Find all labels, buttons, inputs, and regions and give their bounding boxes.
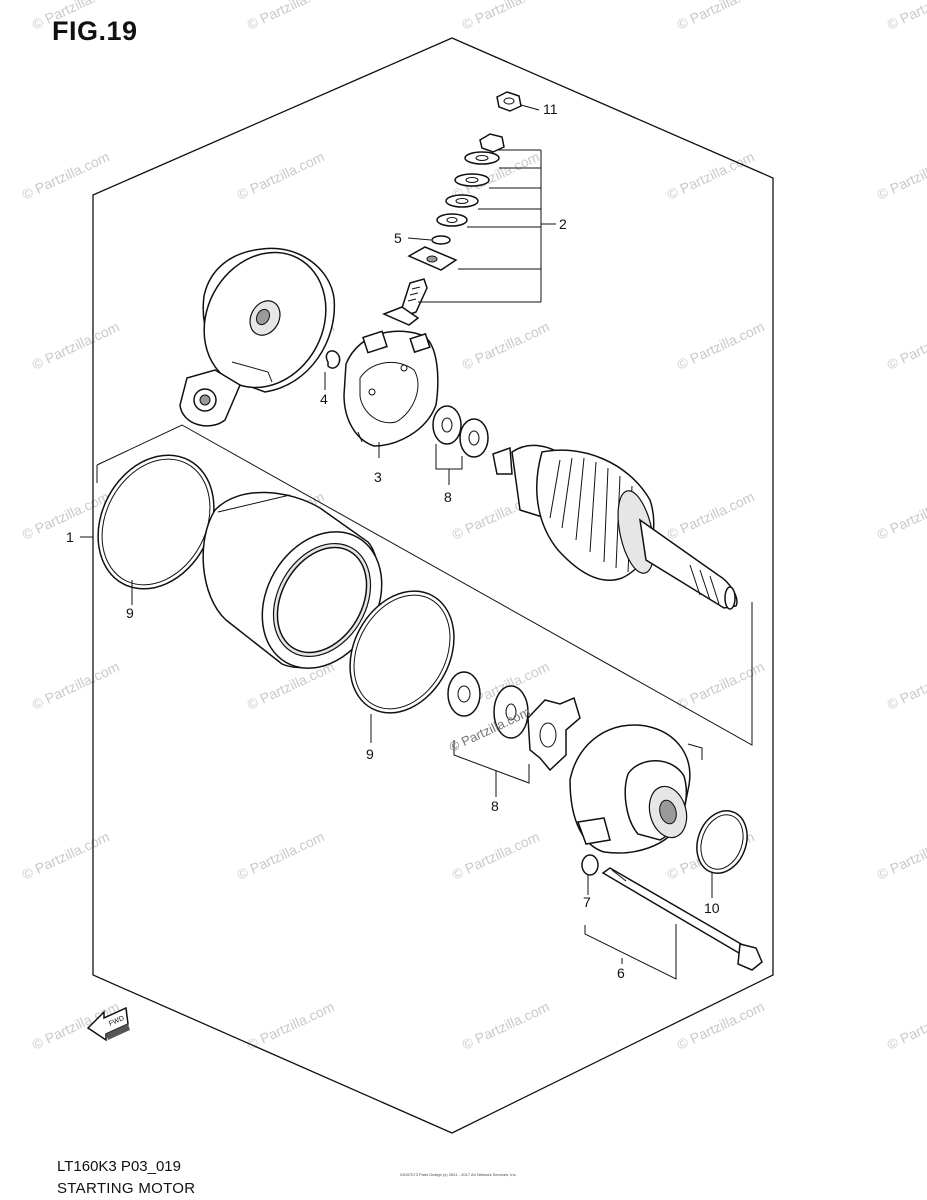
watermark-text: © Partzilla.com: [885, 658, 927, 712]
housing-subframe: [96, 424, 753, 746]
callout-7: 7: [583, 894, 591, 910]
watermark-text: © Partzilla.com: [30, 0, 122, 33]
watermark-text: © Partzilla.com: [460, 0, 552, 33]
watermark-text: © Partzilla.com: [20, 828, 112, 882]
callout-9a: 9: [126, 605, 134, 621]
assembly-frame: [92, 37, 774, 1134]
watermark-text: © Partzilla.com: [875, 148, 927, 202]
watermark-text: © Partzilla.com: [885, 998, 927, 1052]
callout-8a: 8: [444, 489, 452, 505]
nut-11: [496, 91, 522, 112]
watermark-text: © Partzilla.com: [885, 0, 927, 33]
callout-3: 3: [374, 469, 382, 485]
o-ring-10: [696, 810, 748, 874]
watermark-text: © Partzilla.com: [885, 318, 927, 372]
callout-4: 4: [320, 391, 328, 407]
lock-washer: [527, 696, 581, 772]
bracket-6: [584, 924, 677, 980]
watermark-text: © Partzilla.com: [665, 148, 757, 202]
front-cover: [569, 724, 703, 854]
bracket-8-lower: [453, 740, 530, 784]
callout-9b: 9: [366, 746, 374, 762]
watermark-text: © Partzilla.com: [245, 0, 337, 33]
rear-cover: [179, 247, 336, 427]
callout-5: 5: [394, 230, 402, 246]
watermark-text: © Partzilla.com: [20, 148, 112, 202]
callout-1: 1: [66, 529, 74, 545]
watermark-text: © Partzilla.com: [875, 828, 927, 882]
watermark-text: © Partzilla.com: [460, 998, 552, 1052]
washers-8-lower: [447, 671, 529, 739]
watermark-text: © Partzilla.com: [30, 658, 122, 712]
watermark-text: © Partzilla.com: [675, 318, 767, 372]
o-ring-9-center: [349, 590, 455, 714]
washers-8-upper: [432, 405, 489, 458]
watermark-text: © Partzilla.com: [30, 318, 122, 372]
spring-clip-4: [325, 350, 341, 369]
through-bolt-6: [601, 867, 763, 971]
callout-11: 11: [543, 101, 558, 117]
watermark-text: © Partzilla.com: [665, 488, 757, 542]
terminal-stack-2: [382, 133, 505, 326]
figure-title: FIG.19: [52, 16, 138, 46]
watermark-text: © Partzilla.com: [875, 488, 927, 542]
watermark-text: © Partzilla.com: [235, 828, 327, 882]
leader-11: [520, 104, 540, 111]
watermark-text: © Partzilla.com: [675, 658, 767, 712]
front-direction-arrow-icon: FWD: [86, 1006, 130, 1042]
callout-10: 10: [704, 900, 720, 916]
watermark-text: © Partzilla.com: [675, 998, 767, 1052]
fine-print: 03037073 Parts Design (c) 2001 - 2017 Ar…: [400, 1172, 517, 1177]
bracket-2: [418, 149, 556, 303]
bracket-8-upper: [435, 444, 463, 470]
brush-plate-3: [343, 330, 439, 447]
figure-code: LT160K3 P03_019: [57, 1158, 181, 1175]
washer-7: [581, 854, 599, 876]
watermark-text: © Partzilla.com: [460, 318, 552, 372]
yoke-housing: [202, 491, 383, 669]
callout-8b: 8: [491, 798, 499, 814]
leader-5: [407, 237, 432, 241]
callout-2: 2: [559, 216, 567, 232]
figure-name: STARTING MOTOR: [57, 1180, 196, 1197]
o-ring-5: [431, 235, 451, 245]
fine-print-copyright: Parts Design (c) 2001 - 2017 Ari Network…: [418, 1172, 517, 1177]
armature: [492, 444, 738, 610]
watermark-text: © Partzilla.com: [235, 148, 327, 202]
watermark-text: © Partzilla.com: [675, 0, 767, 33]
fine-print-code: 03037073: [400, 1172, 418, 1177]
callout-6: 6: [617, 965, 625, 981]
watermark-text: © Partzilla.com: [450, 828, 542, 882]
watermark-text: © Partzilla.com: [245, 998, 337, 1052]
